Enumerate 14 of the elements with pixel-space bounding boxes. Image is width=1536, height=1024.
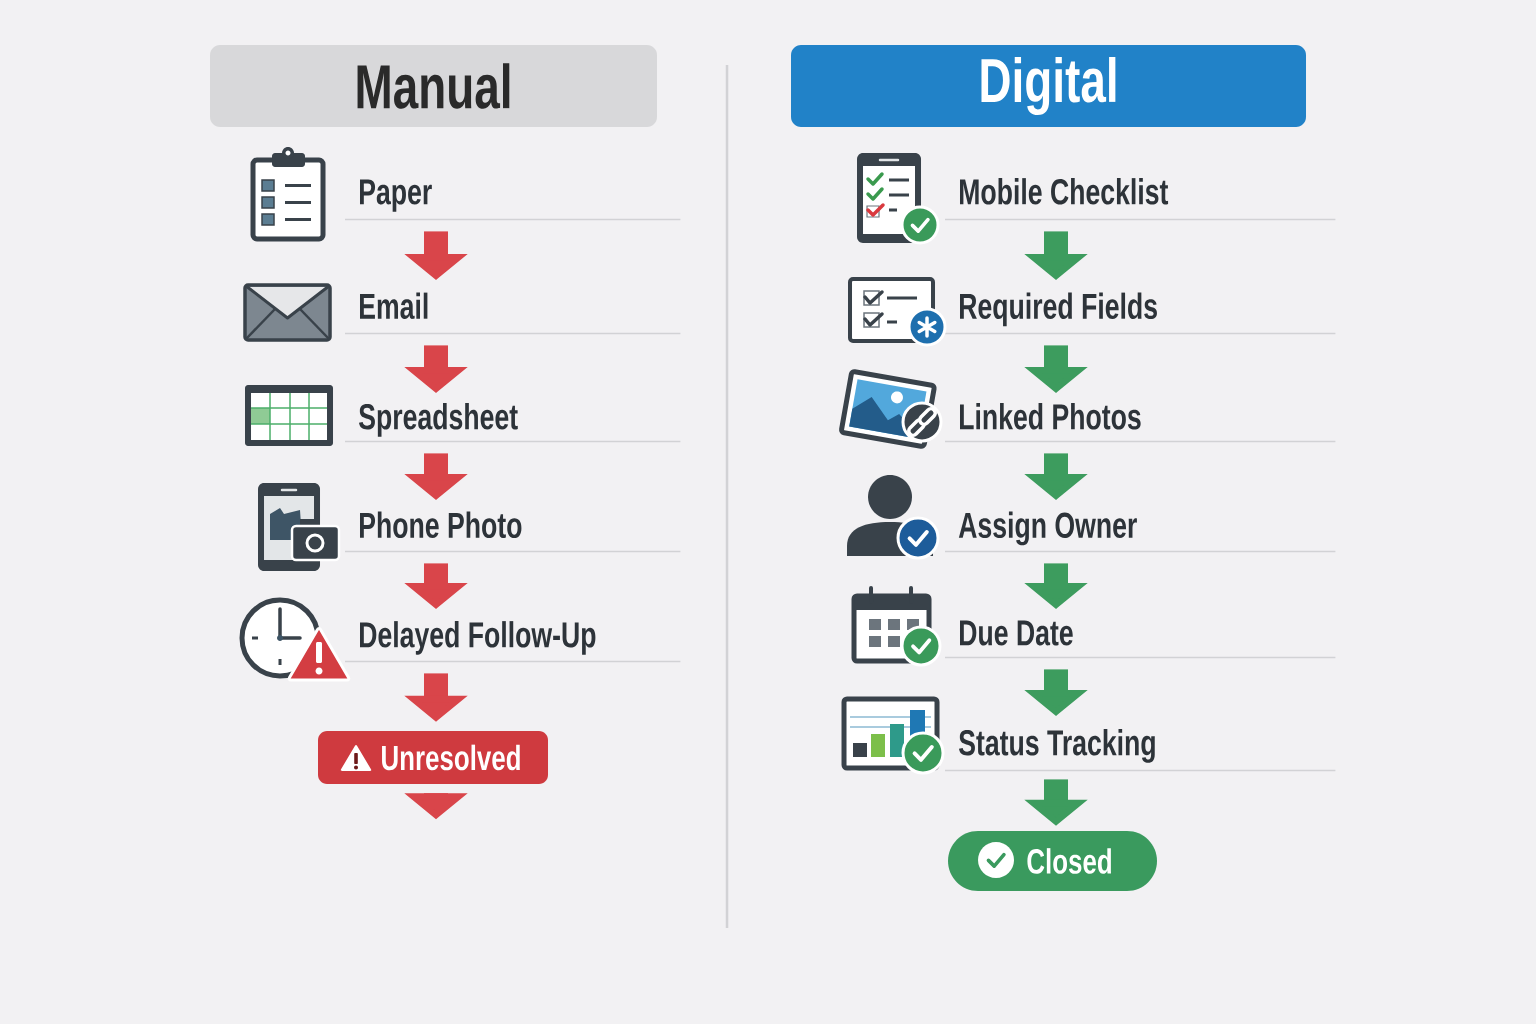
header-box: Digital: [791, 45, 1306, 127]
step-label: Delayed Follow-Up: [344, 621, 682, 663]
step-label: Assign Owner: [944, 511, 1337, 553]
step-label: Mobile Checklist: [944, 178, 1337, 221]
step-label: Spreadsheet: [344, 403, 682, 443]
header-box: Manual: [210, 45, 657, 127]
step-label: Required Fields: [944, 292, 1337, 335]
step-label: Linked Photos: [944, 403, 1337, 443]
step-label: Status Tracking: [944, 729, 1337, 772]
step-label: Phone Photo: [344, 511, 682, 553]
status-pill: Unresolved: [318, 731, 548, 784]
step-label: Paper: [344, 179, 682, 221]
step-label: Email: [344, 292, 682, 335]
step-label: Due Date: [944, 620, 1337, 659]
